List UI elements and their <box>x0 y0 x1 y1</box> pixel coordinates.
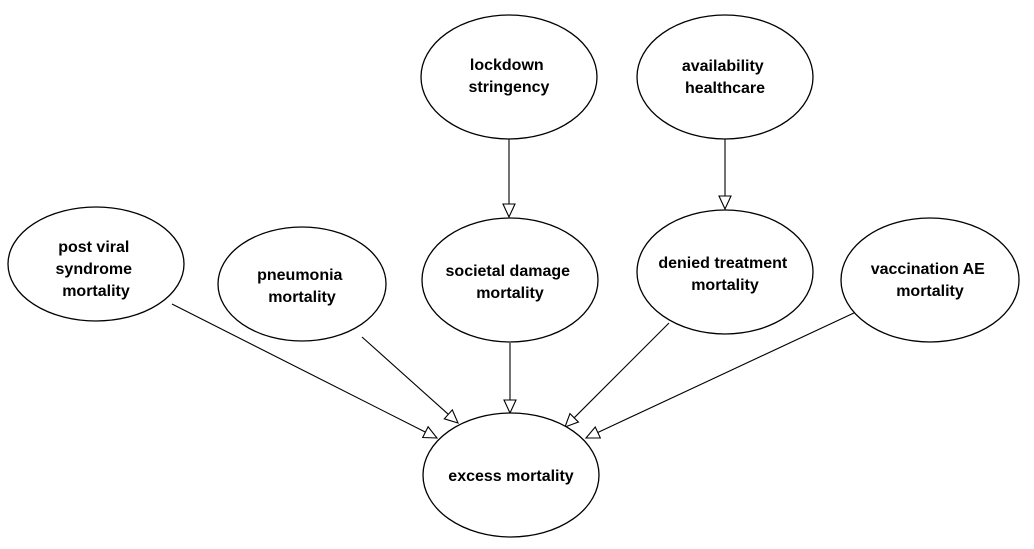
node-excess-mortality: excess mortality <box>422 412 600 538</box>
node-lockdown-label-line-2: stringency <box>469 79 550 96</box>
svg-text:excess mortality: excess mortality <box>448 468 574 485</box>
arrowhead-icon <box>718 195 732 211</box>
node-lockdown-ellipse <box>420 14 598 140</box>
node-availability-ellipse <box>636 14 814 140</box>
edge-societal-to-excess <box>503 343 517 415</box>
edge-availability-to-denied <box>718 139 732 211</box>
node-availability-label-line-1: availability <box>682 58 764 75</box>
svg-text:denied treatment morta: denied treatment mortality <box>658 255 791 294</box>
node-denied-label-line-2: mortality <box>691 277 759 294</box>
node-vaccination-ae-mortality: vaccination AE mortality <box>840 217 1020 343</box>
node-denied-label-line-1: denied treatment <box>658 255 788 272</box>
node-denied-treatment-mortality: denied treatment mortality <box>636 209 814 335</box>
edge-line <box>597 311 857 434</box>
node-availability-healthcare: availability healthcare <box>636 14 814 140</box>
edge-pneumonia-to-excess <box>361 336 459 424</box>
edge-vaccination-to-excess <box>584 311 857 439</box>
node-societal-damage-mortality: societal damage mortality <box>421 217 599 343</box>
arrowhead-icon <box>564 412 580 428</box>
svg-text:availability healthcar: availability healthcare <box>682 58 768 97</box>
node-vaccination-label-line-1: vaccination AE <box>871 261 985 278</box>
node-lockdown-stringency: lockdown stringency <box>420 14 598 140</box>
arrowhead-icon <box>584 426 602 439</box>
arrowhead-icon <box>443 408 459 424</box>
svg-text:vaccination AE mortali: vaccination AE mortality <box>871 261 990 300</box>
node-pneumonia-mortality: pneumonia mortality <box>217 226 387 342</box>
svg-text:lockdown stringency: lockdown stringency <box>469 57 550 96</box>
svg-text:pneumonia mortality: pneumonia mortality <box>257 267 347 306</box>
node-pneumonia-ellipse <box>217 226 387 342</box>
arrowhead-icon <box>502 203 516 219</box>
arrowhead-icon <box>421 425 439 439</box>
node-post-viral-label-line-3: mortality <box>62 283 130 300</box>
node-societal-label-line-1: societal damage <box>446 263 571 280</box>
edge-line <box>171 303 426 433</box>
node-societal-label-line-2: mortality <box>476 285 544 302</box>
node-denied-ellipse <box>636 209 814 335</box>
edge-denied-to-excess <box>564 322 670 428</box>
node-societal-ellipse <box>421 217 599 343</box>
node-availability-label-line-2: healthcare <box>685 80 765 97</box>
edges <box>171 139 857 439</box>
svg-text:post viral syndrome: post viral syndrome mortality <box>56 239 137 300</box>
node-excess-label-line-1: excess mortality <box>448 468 574 485</box>
nodes: lockdown stringency availability healthc… <box>7 14 1020 538</box>
node-lockdown-label-line-1: lockdown <box>470 57 544 74</box>
arrowhead-icon <box>503 399 517 415</box>
svg-text:societal damage mortal: societal damage mortality <box>446 263 575 302</box>
edge-lockdown-to-societal <box>502 139 516 219</box>
edge-line <box>573 322 670 419</box>
node-excess-ellipse <box>422 412 600 538</box>
node-pneumonia-label-line-2: mortality <box>268 289 336 306</box>
node-vaccination-label-line-2: mortality <box>896 283 964 300</box>
node-post-viral-label-line-1: post viral <box>58 239 129 256</box>
node-post-viral-ellipse <box>7 206 185 322</box>
edge-post-viral-to-excess <box>171 303 439 439</box>
node-pneumonia-label-line-1: pneumonia <box>257 267 342 284</box>
node-post-viral-label-line-2: syndrome <box>56 261 133 278</box>
edge-line <box>361 336 449 415</box>
node-post-viral-syndrome-mortality: post viral syndrome mortality <box>7 206 185 322</box>
node-vaccination-ellipse <box>840 217 1020 343</box>
